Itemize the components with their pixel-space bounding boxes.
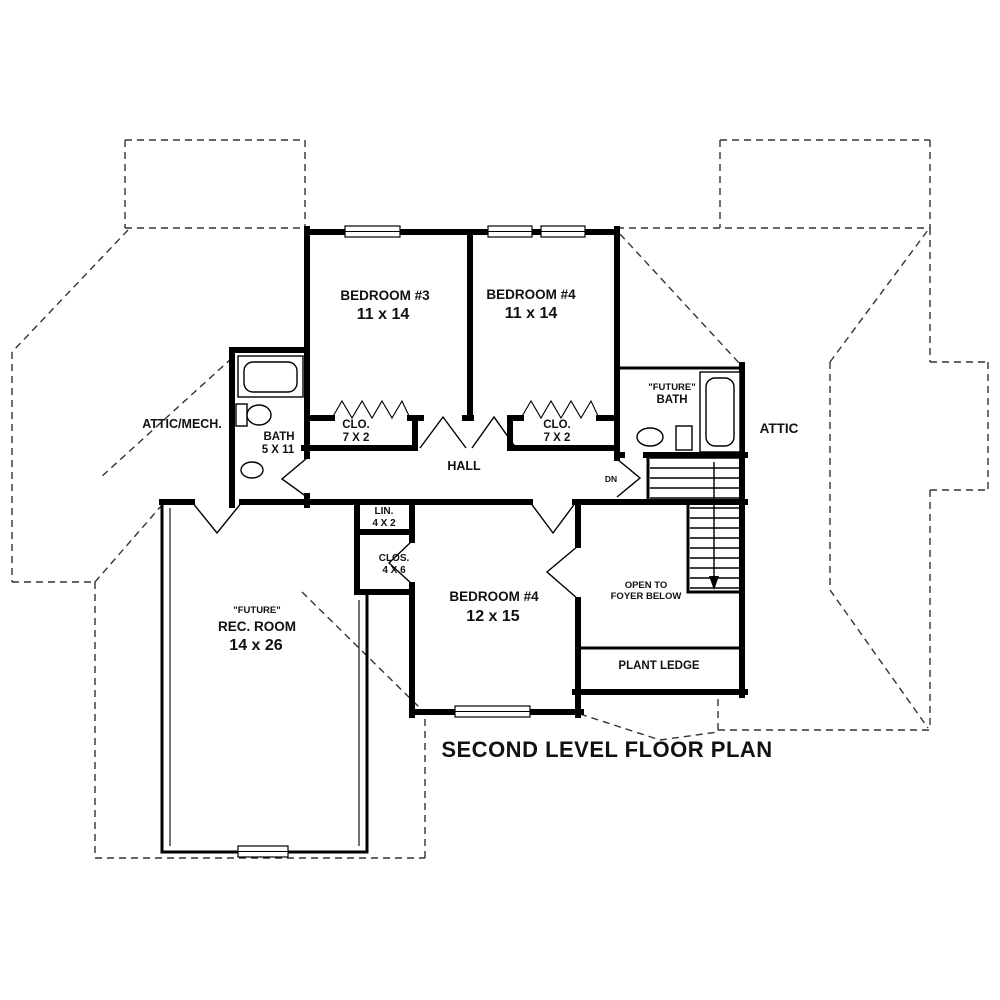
bedroom3-label: BEDROOM #3 bbox=[340, 288, 430, 303]
bedroom4-lower-size: 12 x 15 bbox=[466, 608, 519, 625]
window-bedroom3 bbox=[344, 225, 401, 238]
open-foyer-line1: OPEN TO bbox=[625, 580, 668, 591]
rec-room-label: REC. ROOM bbox=[218, 619, 296, 634]
wall-medium bbox=[160, 366, 744, 854]
linen-label: LIN. bbox=[375, 506, 394, 517]
stairs-dn-label: DN bbox=[605, 474, 617, 484]
window-bedroom4-left bbox=[487, 225, 533, 238]
bedroom4-upper-size: 11 x 14 bbox=[505, 305, 558, 322]
wall-inner-lines bbox=[169, 508, 360, 846]
roof-bottom-left bbox=[94, 582, 426, 859]
bathtub-left bbox=[237, 355, 304, 398]
bedroom4-lower-label: BEDROOM #4 bbox=[449, 589, 539, 604]
staircase bbox=[650, 457, 740, 590]
exterior-walls bbox=[159, 226, 748, 854]
door-bedroom4-upper bbox=[471, 415, 517, 449]
linen-size: 4 X 2 bbox=[372, 518, 396, 529]
attic-label: ATTIC bbox=[760, 421, 799, 436]
bedroom4-upper-label: BEDROOM #4 bbox=[486, 287, 576, 302]
bifold-closet-left bbox=[331, 399, 411, 420]
stair-treads-upper bbox=[650, 457, 740, 499]
rec-room-prefix: "FUTURE" bbox=[233, 605, 281, 616]
future-bath-prefix: "FUTURE" bbox=[648, 382, 696, 393]
bath-size: 5 X 11 bbox=[262, 444, 295, 456]
toilet-left bbox=[235, 403, 272, 427]
door-bedroom4-lower bbox=[529, 501, 577, 535]
page-title: SECOND LEVEL FLOOR PLAN bbox=[441, 737, 772, 762]
bedroom3-size: 11 x 14 bbox=[357, 306, 410, 323]
sink-future bbox=[636, 427, 664, 447]
plant-ledge-label: PLANT LEDGE bbox=[618, 660, 699, 672]
roof-outline bbox=[11, 139, 989, 859]
wall-thick bbox=[159, 226, 748, 718]
roof-bottom-right bbox=[579, 694, 930, 741]
roof-right-wing bbox=[619, 228, 989, 730]
door-bedroom3 bbox=[419, 415, 467, 449]
bifold-closet-right bbox=[520, 399, 600, 420]
roof-top-right bbox=[617, 139, 931, 229]
door-bath bbox=[280, 457, 308, 498]
door-double-bedroom4 bbox=[545, 545, 579, 600]
closet-left-size: 7 X 2 bbox=[343, 432, 370, 444]
closet-right-size: 7 X 2 bbox=[544, 432, 571, 444]
rec-room-size: 14 x 26 bbox=[229, 637, 282, 654]
door-rec-room bbox=[191, 501, 243, 535]
attic-mech-label: ATTIC/MECH. bbox=[142, 417, 222, 431]
sink-left bbox=[240, 461, 264, 479]
labels: BEDROOM #3 11 x 14 BEDROOM #4 11 x 14 AT… bbox=[142, 287, 798, 762]
door-closet-small bbox=[387, 540, 413, 585]
hall-label: HALL bbox=[447, 459, 481, 473]
bath-label: BATH bbox=[263, 431, 294, 443]
window-rec-room bbox=[237, 845, 289, 858]
closet-left-label: CLO. bbox=[342, 419, 369, 431]
doors bbox=[191, 415, 642, 600]
window-bedroom4-right bbox=[540, 225, 586, 238]
closet-small-size: 4 X 6 bbox=[382, 565, 406, 576]
door-stairs bbox=[616, 458, 642, 498]
toilet-future bbox=[675, 425, 693, 451]
closet-right-label: CLO. bbox=[543, 419, 570, 431]
closet-small-label: CLOS. bbox=[379, 553, 410, 564]
windows bbox=[237, 225, 586, 858]
fixtures bbox=[235, 355, 741, 479]
bathtub-future bbox=[699, 371, 741, 453]
stair-arrow-head bbox=[709, 576, 719, 590]
roof-top-left bbox=[124, 139, 307, 229]
open-foyer-line2: FOYER BELOW bbox=[611, 591, 682, 602]
roof-left-wing bbox=[11, 229, 233, 583]
future-bath-label: BATH bbox=[656, 394, 687, 406]
bifold-doors bbox=[331, 399, 600, 420]
window-bedroom4-lower bbox=[454, 705, 531, 718]
